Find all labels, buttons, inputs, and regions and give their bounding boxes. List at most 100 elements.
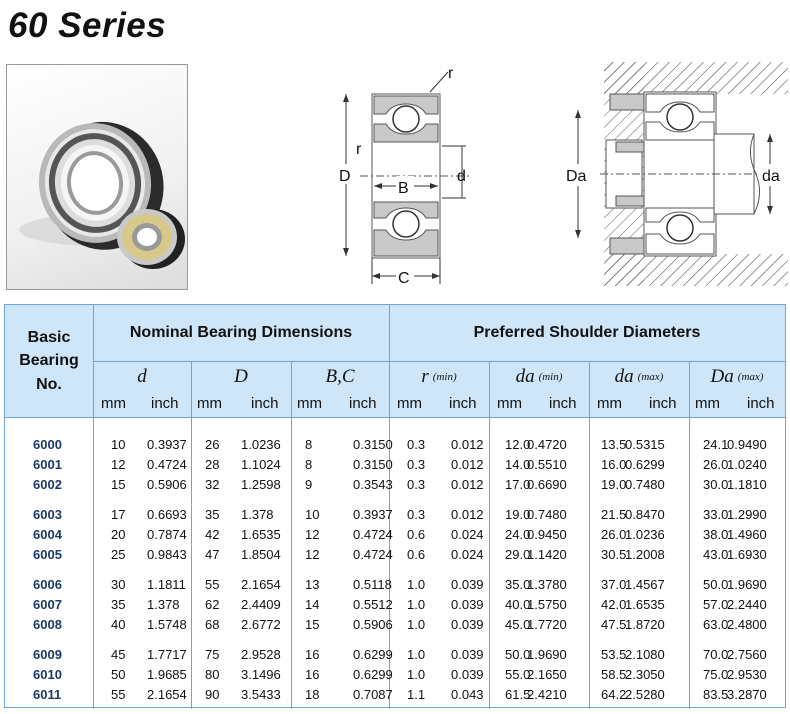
cell-r-inch: 0.039 <box>451 647 484 662</box>
unit-inch: inch <box>349 394 377 412</box>
cell-Da-max-mm: 63.0 <box>703 617 729 632</box>
cell-Da-max-inch: 1.0240 <box>727 457 767 472</box>
cell-BC-inch: 0.3150 <box>353 457 393 472</box>
cell-D-inch: 1.1024 <box>241 457 281 472</box>
cell-da-min-inch: 1.1420 <box>527 547 567 562</box>
cell-D-inch: 1.2598 <box>241 477 281 492</box>
cell-D-mm: 62 <box>205 597 220 612</box>
cell-da-min-mm: 14.0 <box>505 457 531 472</box>
cell-bearing-no: 6002 <box>33 477 62 492</box>
cell-da-max-inch: 0.8470 <box>625 507 665 522</box>
unit-inch: inch <box>747 394 775 412</box>
cell-r-mm: 1.0 <box>407 597 426 612</box>
cell-d-inch: 0.9843 <box>147 547 187 562</box>
cell-d-inch: 2.1654 <box>147 687 187 702</box>
cell-da-max-inch: 2.1080 <box>625 647 665 662</box>
unit-inch: inch <box>649 394 677 412</box>
cell-bearing-no: 6005 <box>33 547 62 562</box>
cell-D-inch: 2.1654 <box>241 577 281 592</box>
cell-bearing-no: 6003 <box>33 507 62 522</box>
cell-da-min-inch: 1.7720 <box>527 617 567 632</box>
cell-r-inch: 0.024 <box>451 527 484 542</box>
cell-r-inch: 0.039 <box>451 577 484 592</box>
cell-d-mm: 30 <box>111 577 126 592</box>
symbol-r-min: r(min) <box>421 366 457 387</box>
cell-da-max-mm: 53.5 <box>601 647 627 662</box>
cell-r-inch: 0.043 <box>451 687 484 702</box>
cell-da-max-mm: 30.5 <box>601 547 627 562</box>
cell-D-mm: 35 <box>205 507 220 522</box>
cell-BC-mm: 15 <box>305 617 320 632</box>
cell-da-max-mm: 26.0 <box>601 527 627 542</box>
unit-mm: mm <box>597 394 622 412</box>
cell-d-inch: 0.6693 <box>147 507 187 522</box>
cell-D-mm: 68 <box>205 617 220 632</box>
cell-da-max-inch: 2.5280 <box>625 687 665 702</box>
cell-bearing-no: 6008 <box>33 617 62 632</box>
cell-Da-max-mm: 70.0 <box>703 647 729 662</box>
cell-d-inch: 1.378 <box>147 597 180 612</box>
cell-r-inch: 0.039 <box>451 617 484 632</box>
cell-r-mm: 1.0 <box>407 647 426 662</box>
cell-d-mm: 55 <box>111 687 126 702</box>
cell-da-max-inch: 1.8720 <box>625 617 665 632</box>
cell-da-min-mm: 35.0 <box>505 577 531 592</box>
cell-d-mm: 35 <box>111 597 126 612</box>
cell-Da-max-mm: 38.0 <box>703 527 729 542</box>
D-label: D <box>339 168 351 185</box>
cell-d-inch: 0.4724 <box>147 457 187 472</box>
symbol-Da-max: Da(max) <box>710 366 764 387</box>
cell-bearing-no: 6010 <box>33 667 62 682</box>
cell-da-max-inch: 1.2008 <box>625 547 665 562</box>
cell-da-max-inch: 0.5315 <box>625 437 665 452</box>
cell-BC-inch: 0.6299 <box>353 667 393 682</box>
cell-BC-mm: 13 <box>305 577 320 592</box>
cell-r-inch: 0.012 <box>451 457 484 472</box>
C-label: C <box>398 270 410 287</box>
cell-r-inch: 0.012 <box>451 507 484 522</box>
unit-mm: mm <box>197 394 222 412</box>
cell-D-inch: 2.9528 <box>241 647 281 662</box>
cell-BC-inch: 0.7087 <box>353 687 393 702</box>
cell-d-inch: 1.9685 <box>147 667 187 682</box>
cell-r-mm: 0.3 <box>407 507 426 522</box>
unit-mm: mm <box>101 394 126 412</box>
cell-BC-inch: 0.4724 <box>353 547 393 562</box>
cell-d-inch: 0.7874 <box>147 527 187 542</box>
cell-da-min-inch: 0.6690 <box>527 477 567 492</box>
cell-D-inch: 3.1496 <box>241 667 281 682</box>
cell-Da-max-inch: 2.7560 <box>727 647 767 662</box>
cell-da-min-inch: 2.4210 <box>527 687 567 702</box>
cell-D-inch: 1.378 <box>241 507 274 522</box>
cell-BC-mm: 14 <box>305 597 320 612</box>
cell-Da-max-mm: 57.0 <box>703 597 729 612</box>
cell-da-max-mm: 21.5 <box>601 507 627 522</box>
cell-BC-inch: 0.5118 <box>353 577 392 592</box>
cell-da-min-mm: 40.0 <box>505 597 531 612</box>
cell-r-mm: 0.6 <box>407 547 426 562</box>
unit-inch: inch <box>549 394 577 412</box>
cell-D-mm: 55 <box>205 577 220 592</box>
cell-D-mm: 90 <box>205 687 220 702</box>
cell-BC-inch: 0.5512 <box>353 597 393 612</box>
cell-D-inch: 1.0236 <box>241 437 281 452</box>
cell-da-max-inch: 0.7480 <box>625 477 665 492</box>
cell-d-mm: 40 <box>111 617 126 632</box>
cell-Da-max-mm: 24.1 <box>703 437 729 452</box>
cell-r-mm: 1.0 <box>407 577 426 592</box>
cell-da-min-mm: 50.0 <box>505 647 531 662</box>
cell-BC-mm: 16 <box>305 667 320 682</box>
cell-da-min-inch: 1.5750 <box>527 597 567 612</box>
bearing-dimension-diagram: r r D d B C <box>330 58 480 290</box>
cell-BC-mm: 8 <box>305 457 313 472</box>
cell-BC-inch: 0.5906 <box>353 617 393 632</box>
cell-da-min-mm: 24.0 <box>505 527 531 542</box>
cell-bearing-no: 6004 <box>33 527 62 542</box>
cell-da-max-mm: 64.2 <box>601 687 627 702</box>
cell-da-min-mm: 29.0 <box>505 547 531 562</box>
cell-D-mm: 80 <box>205 667 220 682</box>
